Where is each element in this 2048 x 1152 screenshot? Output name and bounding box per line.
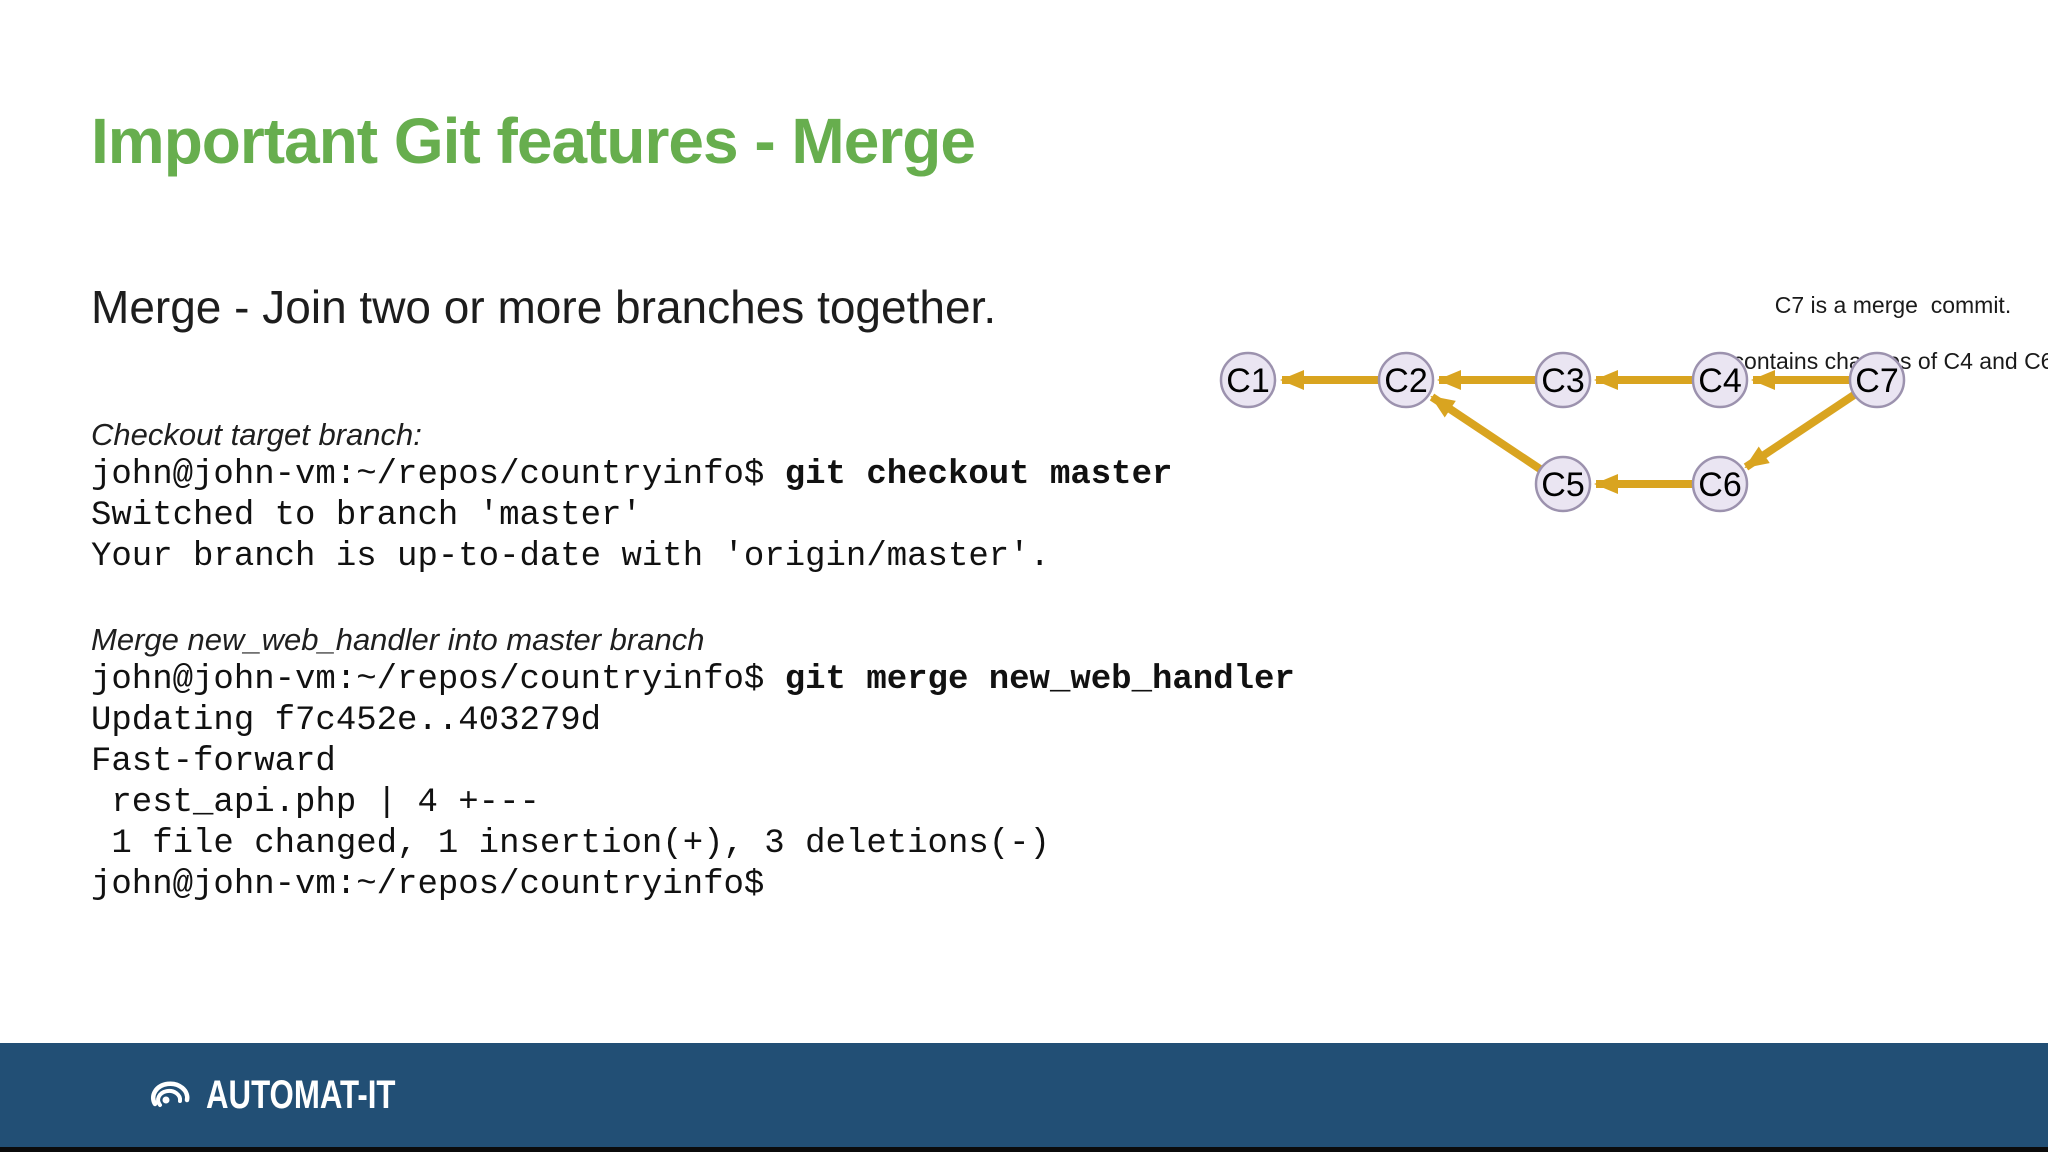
commit-graph-svg: C1 C2 C3 C4 C7 C5 C6 [1219,351,1906,513]
commit-nodes [1219,351,1906,513]
shell-prompt: john@john-vm:~/repos/countryinfo$ [91,456,785,494]
terminal-heading-merge: Merge new_web_handler into master branch [91,622,705,657]
node-label-c6: C6 [1698,466,1741,504]
node-label-c4: C4 [1698,362,1741,400]
terminal-heading-checkout: Checkout target branch: [91,417,422,452]
commit-edges [1280,370,1857,494]
node-label-c2: C2 [1384,362,1427,400]
terminal-output-line: 1 file changed, 1 insertion(+), 3 deleti… [91,825,1050,863]
terminal-output-line: rest_api.php | 4 +--- [91,784,540,822]
node-label-c3: C3 [1541,362,1584,400]
terminal-transcript: Checkout target branch: john@john-vm:~/r… [91,414,1295,906]
node-c2 [1377,351,1435,409]
terminal-output-line: Fast-forward [91,743,336,781]
node-c7 [1848,351,1906,409]
node-c1 [1219,351,1277,409]
terminal-output-line: john@john-vm:~/repos/countryinfo$ [91,866,765,904]
terminal-output-line: Updating f7c452e..403279d [91,702,602,740]
bottom-strip [0,1147,2048,1152]
page-title: Important Git features - Merge [91,105,976,177]
shell-prompt: john@john-vm:~/repos/countryinfo$ [91,661,785,699]
edge-c7-c6 [1743,391,1857,471]
slide-subtitle: Merge - Join two or more branches togeth… [91,281,997,333]
commit-node-labels: C1 C2 C3 C4 C7 C5 C6 [1226,362,1898,504]
node-c4 [1691,351,1749,409]
merge-commit-annotation: C7 is a merge commit. contains changes o… [1728,291,2048,375]
terminal-command-line: john@john-vm:~/repos/countryinfo$ git ch… [91,455,1295,496]
terminal-output-line: Switched to branch 'master' [91,497,642,535]
footer-bar: AUTOMAT-IT [0,1043,2048,1147]
node-c6 [1691,455,1749,513]
automat-it-logo-icon [151,1081,190,1107]
node-label-c7: C7 [1855,362,1898,400]
git-checkout-command: git checkout master [784,456,1173,494]
terminal-output-line: Your branch is up-to-date with 'origin/m… [91,538,1050,576]
brand-name: AUTOMAT-IT [206,1073,396,1117]
node-c3 [1534,351,1592,409]
terminal-command-line: john@john-vm:~/repos/countryinfo$ git me… [91,660,1295,701]
git-merge-command: git merge new_web_handler [784,661,1295,699]
annotation-line-1: C7 is a merge commit. [1774,292,2012,318]
edge-c5-c2 [1429,393,1543,473]
commit-graph: C7 is a merge commit. contains changes o… [1150,255,2048,565]
node-label-c1: C1 [1226,362,1269,400]
node-c5 [1534,455,1592,513]
automat-it-logo: AUTOMAT-IT [148,1073,449,1118]
node-label-c5: C5 [1541,466,1584,504]
